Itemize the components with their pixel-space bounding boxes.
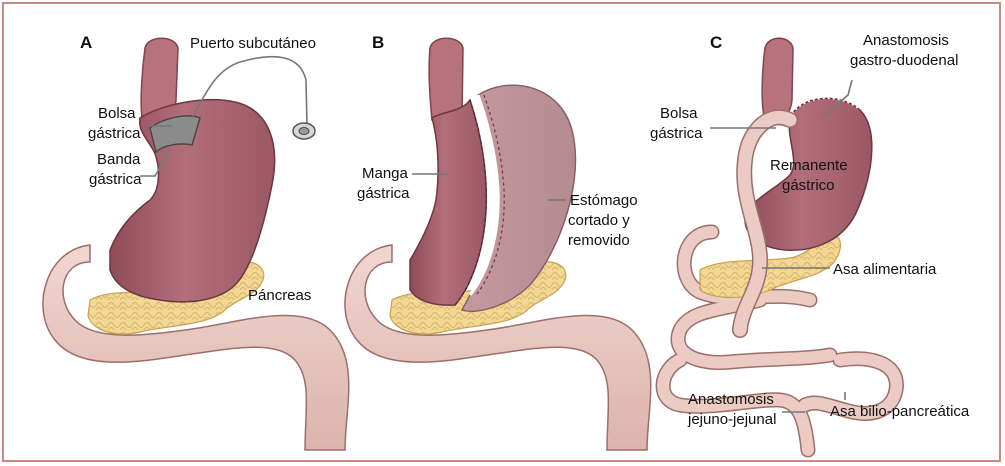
label-alimentary: Asa alimentaria xyxy=(833,261,937,278)
label-remnant-1: Remanente xyxy=(770,157,848,174)
label-remnant-2: gástrico xyxy=(782,177,835,194)
label-port: Puerto subcutáneo xyxy=(190,35,316,52)
label-biliopancreatic: Asa bilio-pancreática xyxy=(830,403,970,420)
panel-b-letter: B xyxy=(372,33,384,52)
panel-c: C Anastomosis gastro-duodenal Bolsa gást… xyxy=(650,32,970,450)
subcutaneous-port xyxy=(293,123,315,139)
label-anast-gd-1: Anastomosis xyxy=(863,32,949,49)
label-band-2: gástrica xyxy=(89,171,142,188)
panel-a: A Puerto subcutáneo Bolsa gástrica Banda… xyxy=(43,33,349,450)
label-sleeve-2: gástrica xyxy=(357,185,410,202)
label-anast-jj-2: jejuno-jejunal xyxy=(687,411,776,428)
label-sleeve-1: Manga xyxy=(362,165,409,182)
label-pancreas-a: Páncreas xyxy=(248,287,311,304)
label-anast-gd-2: gastro-duodenal xyxy=(850,52,958,69)
label-pouch-a-1: Bolsa xyxy=(98,105,136,122)
label-pouch-c-1: Bolsa xyxy=(660,105,698,122)
label-removed-2: cortado y xyxy=(568,212,630,229)
panel-a-letter: A xyxy=(80,33,92,52)
label-pouch-c-2: gástrica xyxy=(650,125,703,142)
label-anast-jj-1: Anastomosis xyxy=(688,391,774,408)
sleeve-stomach xyxy=(410,100,486,305)
label-band-1: Banda xyxy=(97,151,141,168)
panel-c-letter: C xyxy=(710,33,722,52)
esophagus-shape-b xyxy=(429,38,463,120)
label-pouch-a-2: gástrica xyxy=(88,125,141,142)
label-removed-3: removido xyxy=(568,232,630,249)
label-removed-1: Estómago xyxy=(570,192,638,209)
panel-b: B Manga gástrica Estómago cortado y remo… xyxy=(345,33,651,450)
